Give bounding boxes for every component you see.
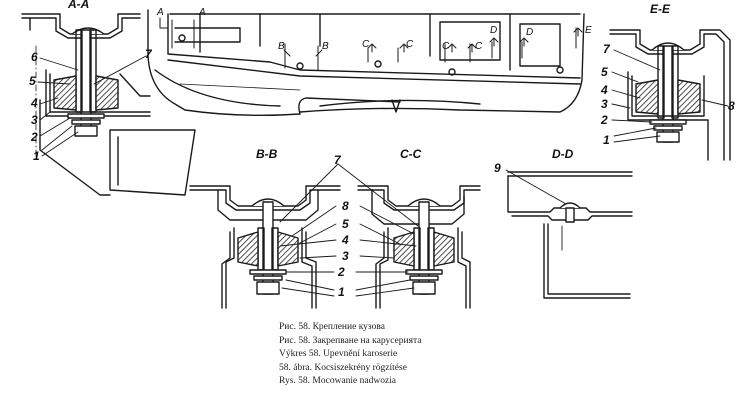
callout-6-a-a: 6 <box>31 50 38 64</box>
callout-3-e-e: 3 <box>601 97 608 111</box>
callout-1-b-c: 1 <box>338 285 345 299</box>
cut-arrow-c-left-2: C <box>442 41 450 52</box>
cut-arrow-a-left: A <box>157 7 164 18</box>
cut-arrow-b-right: B <box>322 41 329 52</box>
cut-arrow-c-right-2: C <box>475 41 483 52</box>
section-title-a-a: A-A <box>68 0 90 11</box>
section-title-b-b: B-B <box>256 147 278 161</box>
figure-caption: Рис. 58. Крепление кузова Рис. 58. Закре… <box>279 321 421 389</box>
cut-arrow-b-left: B <box>278 41 285 52</box>
cut-arrow-c-left: C <box>362 39 370 50</box>
cut-arrow-e: E <box>585 25 592 36</box>
section-b-b-detail <box>189 185 341 309</box>
callout-9-d-d: 9 <box>494 161 501 175</box>
callout-2-e-e: 2 <box>601 113 608 127</box>
section-e-e-detail <box>609 29 731 161</box>
callout-2-a-a: 2 <box>31 130 38 144</box>
callout-4-b-c: 4 <box>342 233 349 247</box>
caption-hungarian: 58. ábra. Kocsiszekrény rögzítése <box>279 362 407 373</box>
section-title-d-d: D-D <box>552 147 574 161</box>
callout-1-a-a: 1 <box>33 149 40 163</box>
section-a-a-detail <box>21 13 196 196</box>
callout-7-e-e: 7 <box>603 42 610 56</box>
cut-arrow-a-right: A <box>199 7 206 18</box>
callout-1-e-e: 1 <box>603 133 610 147</box>
callout-5-e-e: 5 <box>601 65 608 79</box>
caption-bulgarian: Рис. 58. Закрепване на карусерията <box>279 335 422 346</box>
callout-3-a-a: 3 <box>31 113 38 127</box>
cut-arrow-d-right: D <box>526 27 534 38</box>
section-d-d-detail <box>507 171 633 299</box>
callout-5-b-c: 5 <box>342 217 349 231</box>
callout-7-a-a: 7 <box>145 47 152 61</box>
caption-czech: Výkres 58. Upevnění karoserie <box>279 349 398 360</box>
callout-2-b-c: 2 <box>338 265 345 279</box>
body-side-view <box>147 9 585 117</box>
cut-arrow-c-right: C <box>406 39 414 50</box>
callout-4-a-a: 4 <box>31 96 38 110</box>
callout-7-b-c: 7 <box>334 153 341 167</box>
section-title-e-e: E-E <box>650 2 671 16</box>
callout-8-b-c: 8 <box>342 199 349 213</box>
callout-8-e-e: 8 <box>728 99 735 113</box>
caption-polish: Rys. 58. Mocowanie nadwozia <box>279 376 397 387</box>
cut-arrow-d-left: D <box>490 25 498 36</box>
callout-5-a-a: 5 <box>29 74 36 88</box>
callout-4-e-e: 4 <box>601 83 608 97</box>
caption-russian: Рис. 58. Крепление кузова <box>279 322 385 332</box>
section-c-c-detail <box>357 185 481 309</box>
section-title-c-c: C-C <box>400 147 422 161</box>
callout-3-b-c: 3 <box>342 249 349 263</box>
